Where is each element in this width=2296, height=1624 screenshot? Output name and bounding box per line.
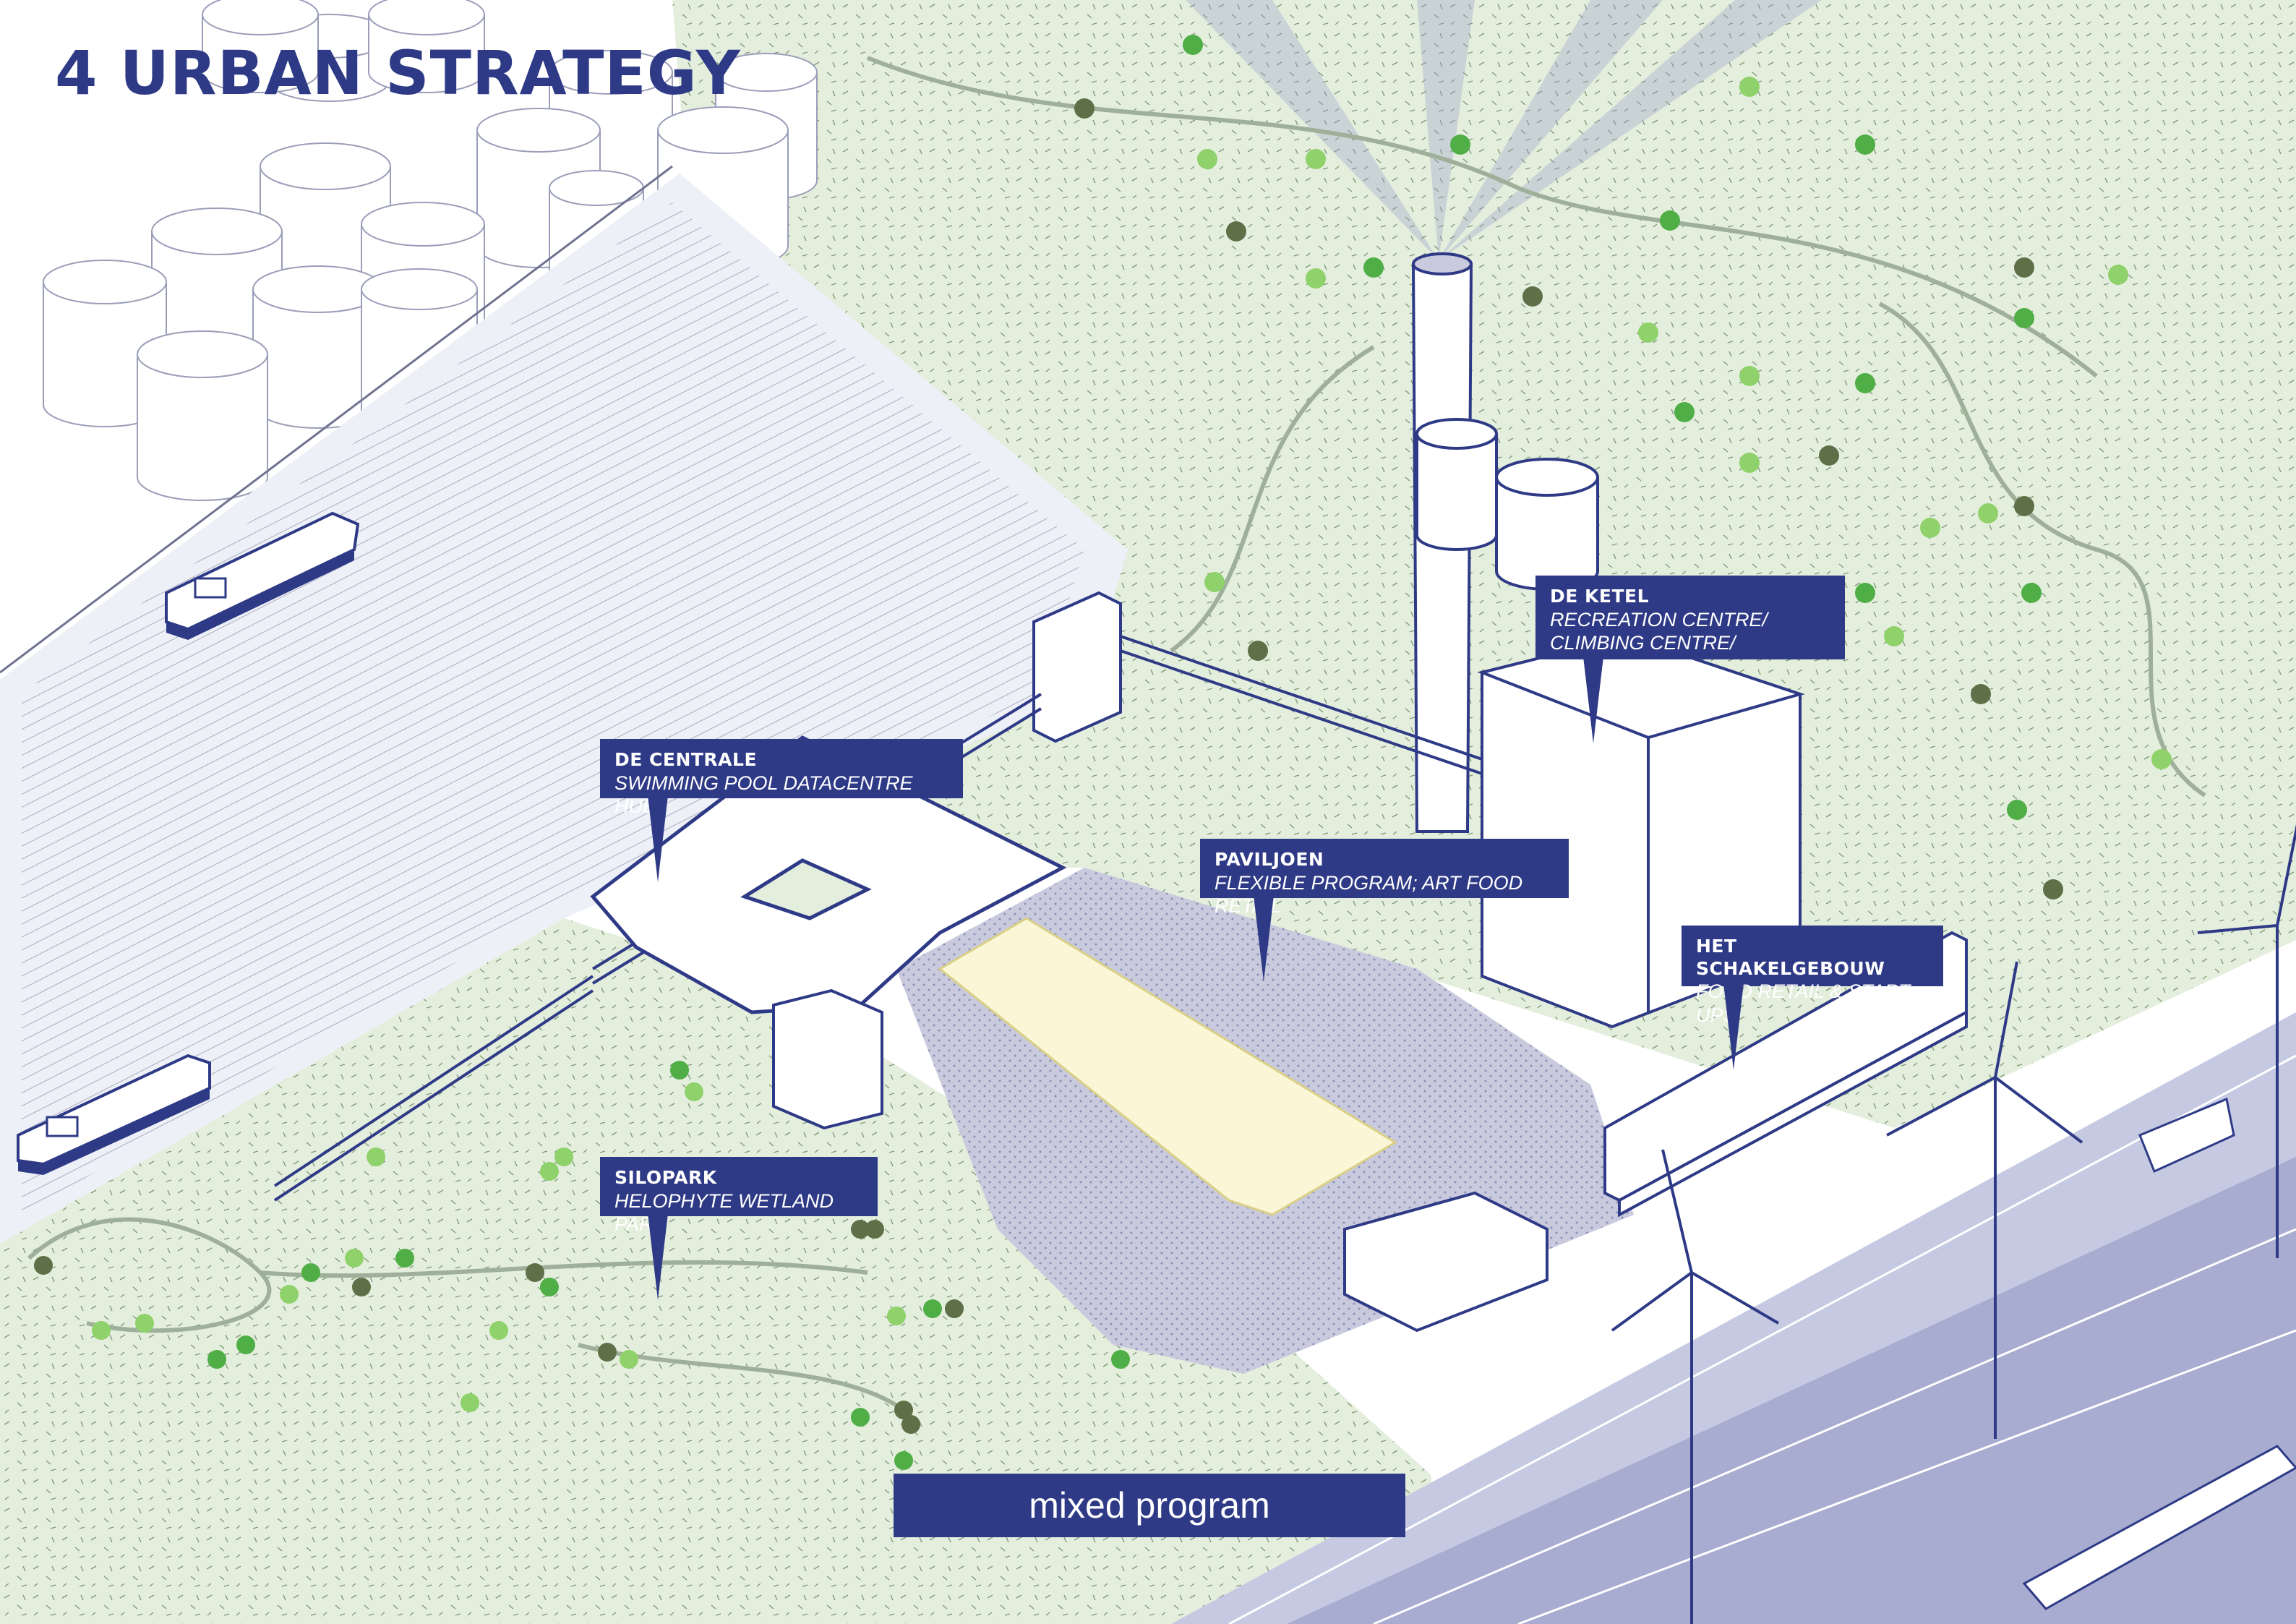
silopark-label: SILOPARK HELOPHYTE WETLAND PARK	[600, 1157, 878, 1235]
cargo-ship-lower	[17, 1054, 211, 1175]
de-ketel-subtitle: RECREATION CENTRE/ CLIMBING CENTRE/ CONC…	[1550, 608, 1768, 678]
het-schakelgebouw-pointer	[1723, 983, 1744, 1070]
truck	[2138, 1097, 2235, 1174]
water-hatching	[22, 202, 1084, 1215]
silopark-subtitle: HELOPHYTE WETLAND PARK	[614, 1189, 834, 1236]
small-tower	[772, 988, 883, 1130]
silopark-title: SILOPARK	[614, 1167, 717, 1188]
sand-field	[938, 917, 1397, 1216]
park-land-north	[672, 0, 2296, 1128]
de-centrale-pointer	[648, 795, 668, 882]
highway-lines	[1228, 1054, 2296, 1624]
cargo-ship-upper	[165, 511, 360, 640]
het-schakelgebouw-title: HET SCHAKELGEBOUW	[1696, 936, 1885, 979]
quay-edge	[0, 165, 673, 674]
mixed-program-banner: mixed program	[894, 1474, 1405, 1537]
paviljoen-title: PAVILJOEN	[1215, 849, 1324, 870]
wind-turbines	[1611, 824, 2296, 1624]
storage-tanks	[1415, 418, 1599, 591]
de-centrale-label: DE CENTRALE SWIMMING POOL DATACENTRE HUB	[600, 739, 963, 817]
page-title: 4 URBAN STRATEGY	[55, 38, 741, 108]
park-paths	[27, 56, 2206, 1412]
paviljoen-pointer	[1254, 895, 1274, 982]
pavilion-building	[1343, 1191, 1548, 1333]
het-schakelgebouw-label: HET SCHAKELGEBOUW FOOD RETAIL & START-UP…	[1682, 926, 1943, 1026]
silopark-pointer	[648, 1213, 668, 1300]
paviljoen-label: PAVILJOEN FLEXIBLE PROGRAM; ART FOOD RET…	[1200, 839, 1569, 917]
de-ketel-label: DE KETEL RECREATION CENTRE/ CLIMBING CEN…	[1535, 576, 1845, 678]
train	[2022, 1445, 2296, 1610]
de-centrale-title: DE CENTRALE	[614, 749, 758, 770]
railway-band	[1287, 1157, 2296, 1624]
park-land-southwest	[0, 918, 1431, 1624]
de-centrale-subtitle: SWIMMING POOL DATACENTRE HUB	[614, 772, 913, 818]
de-ketel-pointer	[1583, 657, 1603, 743]
de-ketel-title: DE KETEL	[1550, 586, 1650, 607]
het-schakelgebouw-building	[1603, 931, 1968, 1218]
silo-tanks	[43, 0, 818, 501]
trees	[34, 35, 2172, 1470]
